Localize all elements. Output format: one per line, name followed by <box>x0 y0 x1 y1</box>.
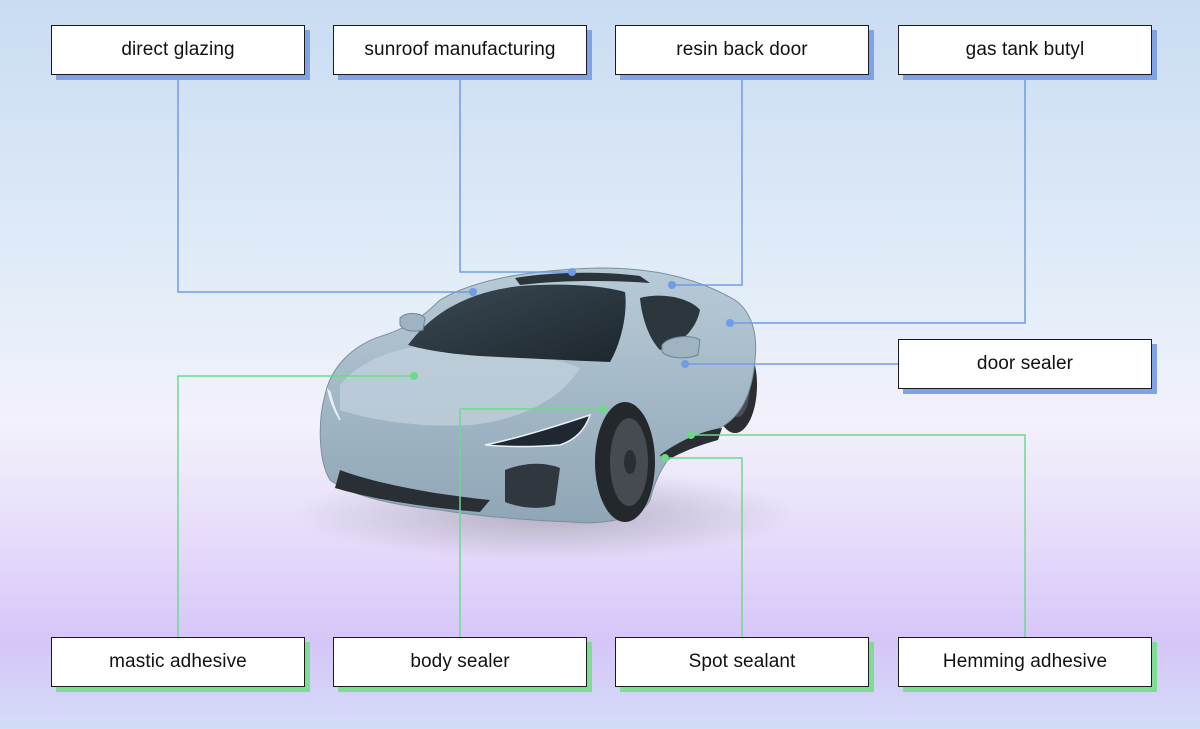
label-hemming-adhesive: Hemming adhesive <box>898 637 1152 687</box>
label-text: sunroof manufacturing <box>364 39 556 60</box>
windshield <box>408 284 626 362</box>
label-text: direct glazing <box>121 39 235 60</box>
label-body-sealer: body sealer <box>333 637 587 687</box>
label-text: Hemming adhesive <box>942 651 1108 672</box>
dot-mastic-adhesive <box>410 372 418 380</box>
label-direct-glazing: direct glazing <box>51 25 305 75</box>
left-mirror <box>399 313 426 332</box>
dot-sunroof-manufacturing <box>568 268 576 276</box>
leader-gas-tank-butyl <box>730 75 1026 324</box>
side-skirt <box>660 428 722 462</box>
dot-spot-sealant <box>661 454 669 462</box>
blue-anchor-dots <box>469 268 734 368</box>
label-gas-tank-butyl: gas tank butyl <box>898 25 1152 75</box>
headlight-right <box>484 413 592 448</box>
blue-leaders <box>177 75 1026 365</box>
dot-direct-glazing <box>469 288 477 296</box>
label-sunroof-manufacturing: sunroof manufacturing <box>333 25 587 75</box>
leader-mastic-adhesive <box>177 375 414 637</box>
label-text: mastic adhesive <box>109 651 247 672</box>
right-mirror <box>661 336 701 359</box>
leader-hemming-adhesive <box>691 434 1026 637</box>
green-anchor-dots <box>410 372 695 462</box>
front-intake <box>505 463 560 508</box>
label-text: Spot sealant <box>688 651 796 672</box>
label-text: resin back door <box>676 39 808 60</box>
leader-resin-back-door <box>672 75 743 286</box>
dot-gas-tank-butyl <box>726 319 734 327</box>
dot-body-sealer <box>599 405 607 413</box>
front-hub <box>624 450 636 474</box>
label-text: body sealer <box>410 651 510 672</box>
hood <box>340 345 580 426</box>
dot-resin-back-door <box>668 281 676 289</box>
label-door-sealer: door sealer <box>898 339 1152 389</box>
leader-sunroof-manufacturing <box>459 75 572 273</box>
headlight-left <box>326 387 341 421</box>
sunroof <box>515 272 650 285</box>
dot-hemming-adhesive <box>687 431 695 439</box>
sports-car-icon <box>295 267 795 560</box>
label-resin-back-door: resin back door <box>615 25 869 75</box>
label-text: door sealer <box>976 353 1074 374</box>
front-grille <box>335 470 490 512</box>
dot-door-sealer <box>681 360 689 368</box>
label-mastic-adhesive: mastic adhesive <box>51 637 305 687</box>
leader-spot-sealant <box>665 457 743 637</box>
leader-direct-glazing <box>177 75 473 293</box>
leader-body-sealer <box>459 408 603 637</box>
green-leaders <box>177 375 1026 637</box>
label-text: gas tank butyl <box>965 39 1085 60</box>
label-spot-sealant: Spot sealant <box>615 637 869 687</box>
